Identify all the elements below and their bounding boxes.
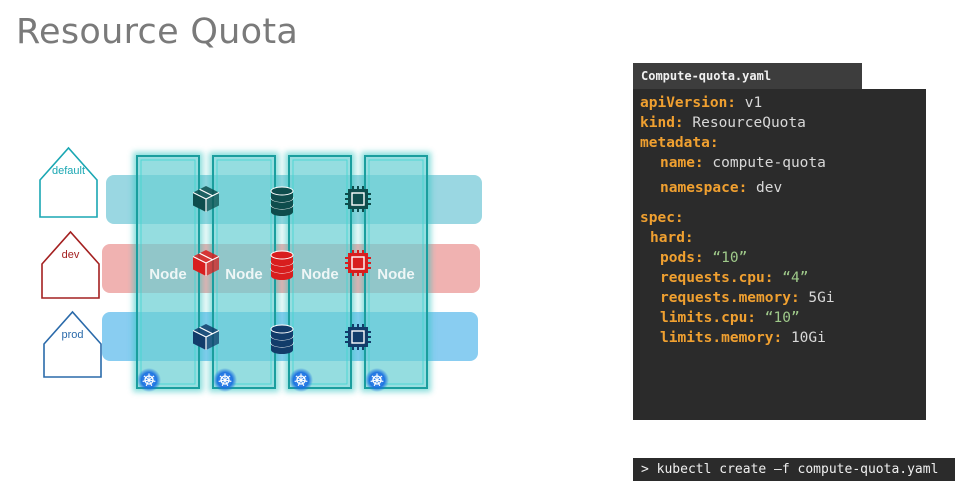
yaml-value: compute-quota [703, 155, 826, 171]
node-label-4: Node [377, 266, 415, 283]
database-icon [270, 324, 294, 354]
yaml-line: hard: [650, 228, 694, 248]
yaml-line: requests.cpu: “4” [660, 268, 808, 288]
yaml-key: limits.cpu: [660, 310, 757, 326]
yaml-key: name: [660, 155, 704, 171]
node-label-1: Node [149, 266, 187, 283]
namespace-house-prod: prod [43, 310, 102, 378]
page-title: Resource Quota [16, 12, 299, 52]
yaml-key: pods: [660, 250, 704, 266]
node-label-2: Node [225, 266, 263, 283]
kubernetes-helm-icon [365, 368, 389, 392]
chip-icon [345, 324, 371, 350]
yaml-line: namespace: dev [660, 178, 782, 198]
yaml-value: 10Gi [782, 330, 826, 346]
yaml-line: limits.memory: 10Gi [660, 328, 826, 348]
node-label-3: Node [301, 266, 339, 283]
namespace-house-default: default [39, 146, 98, 218]
yaml-key: requests.cpu: [660, 270, 774, 286]
cube-icon [192, 324, 220, 350]
database-icon [270, 186, 294, 216]
cube-icon [192, 186, 220, 212]
resource-icons-prod [192, 324, 371, 354]
kubernetes-helm-icon [289, 368, 313, 392]
yaml-key: kind: [640, 115, 684, 131]
yaml-value: dev [747, 180, 783, 196]
yaml-line: pods: “10” [660, 248, 747, 268]
namespace-label-default: default [52, 165, 85, 177]
resource-icons-dev [192, 250, 371, 280]
yaml-key: metadata: [640, 135, 719, 151]
yaml-line: requests.memory: 5Gi [660, 288, 835, 308]
yaml-value: ResourceQuota [683, 115, 806, 131]
kubernetes-helm-icon [137, 368, 161, 392]
yaml-value: v1 [736, 95, 763, 111]
yaml-line: apiVersion: v1 [640, 93, 762, 113]
yaml-key: requests.memory: [660, 290, 800, 306]
yaml-value: “10” [703, 250, 748, 266]
yaml-line: spec: [640, 208, 684, 228]
yaml-key: apiVersion: [640, 95, 737, 111]
database-icon [270, 250, 294, 280]
namespace-house-dev: dev [41, 230, 100, 299]
yaml-key: spec: [640, 210, 684, 226]
yaml-line: limits.cpu: “10” [660, 308, 800, 328]
yaml-value: 5Gi [799, 290, 835, 306]
yaml-line: name: compute-quota [660, 153, 826, 173]
cube-icon [192, 250, 220, 276]
yaml-key: limits.memory: [660, 330, 783, 346]
node-column-4 [361, 152, 431, 392]
namespace-label-prod: prod [61, 329, 83, 341]
yaml-value: “4” [773, 270, 809, 286]
yaml-line: metadata: [640, 133, 719, 153]
yaml-key: hard: [650, 230, 694, 246]
kubectl-command: > kubectl create –f compute-quota.yaml [633, 458, 955, 481]
yaml-line: kind: ResourceQuota [640, 113, 806, 133]
namespace-label-dev: dev [62, 249, 80, 261]
node-column-2 [209, 152, 279, 392]
yaml-key: namespace: [660, 180, 748, 196]
chip-icon [345, 186, 371, 212]
chip-icon [345, 250, 371, 276]
yaml-file-tab: Compute-quota.yaml [633, 63, 862, 89]
kubernetes-helm-icon [213, 368, 237, 392]
resource-icons-default [192, 186, 371, 216]
node-column-1 [133, 152, 203, 392]
yaml-value: “10” [756, 310, 800, 326]
